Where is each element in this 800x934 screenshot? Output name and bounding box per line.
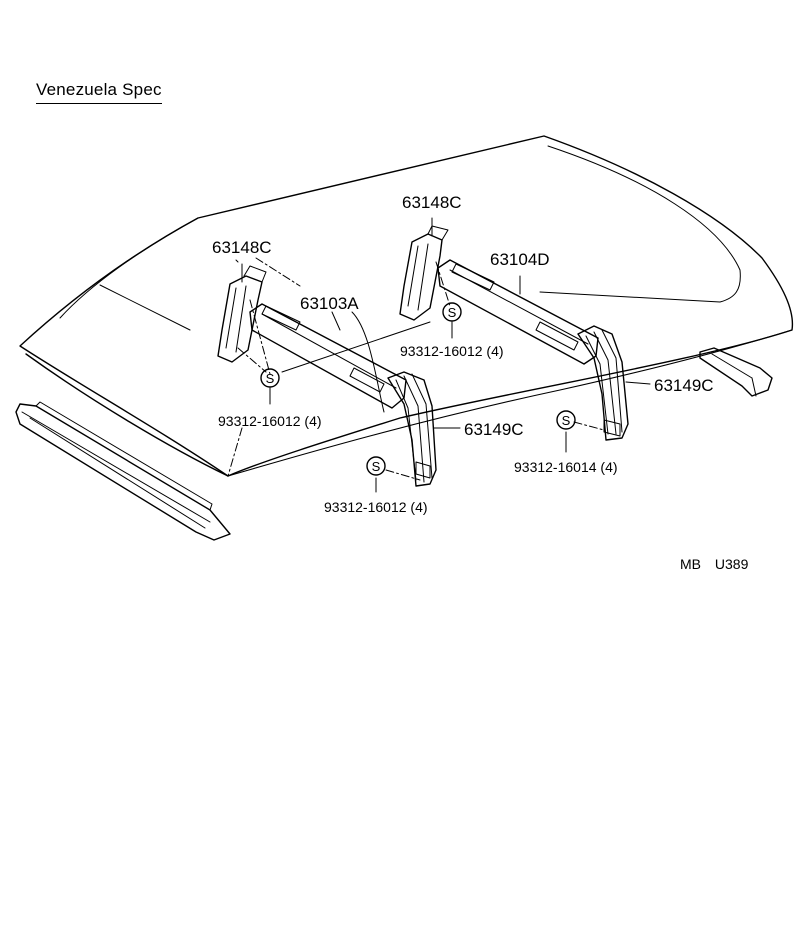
label-bracket-center: 63148C xyxy=(402,193,462,212)
diagram-code: MB U389 xyxy=(680,556,749,572)
screw-symbol-rear: S xyxy=(556,410,576,430)
screw-symbol-left: S xyxy=(260,368,280,388)
label-bracket-left: 63148C xyxy=(212,238,272,257)
screw-symbol-letter: S xyxy=(562,413,571,428)
support-front xyxy=(387,371,437,487)
screw-symbol-center: S xyxy=(442,302,462,322)
label-support-rear: 63149C xyxy=(654,376,714,395)
label-screw-center: 93312-16012 (4) xyxy=(400,343,504,359)
label-rail-rear: 63104D xyxy=(490,250,550,269)
label-screw-left: 93312-16012 (4) xyxy=(218,413,322,429)
bracket-center xyxy=(399,225,449,321)
roof-panel xyxy=(19,135,794,477)
label-support-front: 63149C xyxy=(464,420,524,439)
side-molding-left xyxy=(15,401,231,541)
label-screw-front: 93312-16012 (4) xyxy=(324,499,428,515)
side-molding-right xyxy=(699,347,773,397)
leader-lines xyxy=(227,217,651,493)
bracket-left xyxy=(217,265,267,363)
label-screw-rear: 93312-16014 (4) xyxy=(514,459,618,475)
screw-symbol-letter: S xyxy=(372,459,381,474)
support-rear xyxy=(577,325,629,441)
label-rail-front: 63103A xyxy=(300,294,359,313)
screw-symbol-letter: S xyxy=(266,371,275,386)
screw-symbol-front: S xyxy=(366,456,386,476)
spec-heading: Venezuela Spec xyxy=(36,80,162,104)
screw-symbol-letter: S xyxy=(448,305,457,320)
